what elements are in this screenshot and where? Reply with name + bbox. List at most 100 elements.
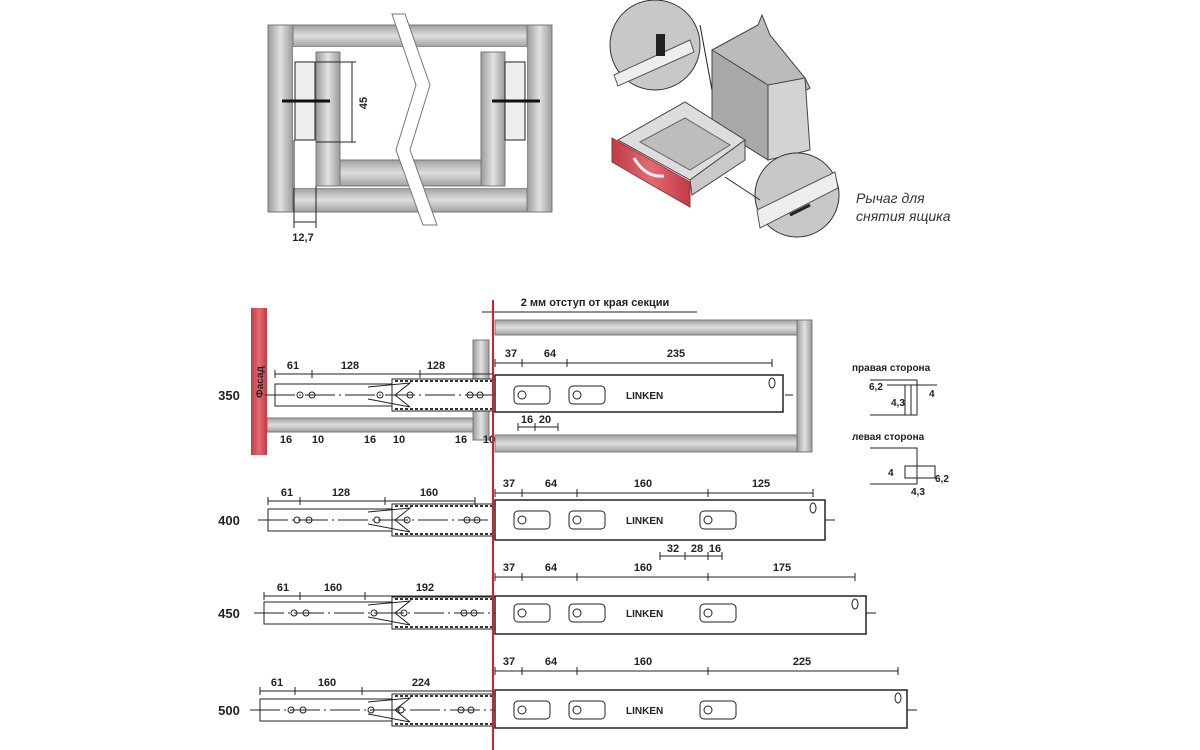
mounting-slot	[568, 385, 606, 405]
linken-logo: LINKEN	[626, 706, 663, 717]
dim-label: 37	[503, 562, 515, 574]
screw-hole	[572, 515, 582, 525]
dim-label: 128	[341, 360, 359, 372]
screw-hole	[517, 390, 527, 400]
dim-label: 61	[271, 677, 283, 689]
screw-hole	[703, 705, 713, 715]
rear-hole	[809, 502, 817, 514]
cabinet-bottom-panel	[494, 434, 798, 453]
mounting-slot	[699, 603, 737, 623]
screw-hole	[400, 609, 408, 617]
dim-label: 128	[332, 487, 350, 499]
dim-label: 160	[634, 478, 652, 490]
dim-label: 20	[539, 414, 551, 426]
screw-hole	[296, 391, 304, 399]
screw-hole	[473, 516, 481, 524]
rail-length-label: 350	[218, 388, 240, 403]
dim-label: 64	[545, 656, 558, 668]
screw-hole	[293, 516, 301, 524]
rail-length-label: 400	[218, 513, 240, 528]
rail-row-350: 350 LINKEN	[218, 359, 793, 431]
mounting-slot	[568, 603, 606, 623]
dim-label: 10	[393, 434, 405, 446]
dim-label: 235	[667, 348, 685, 360]
dim-label: 16	[521, 414, 533, 426]
screw-hole	[517, 515, 527, 525]
dim-label: 4	[888, 468, 894, 479]
mounting-slot	[699, 700, 737, 720]
screw-hole	[397, 706, 405, 714]
lever-note-line1: Рычаг для	[856, 190, 925, 206]
rail-length-label: 450	[218, 606, 240, 621]
rear-hole	[894, 692, 902, 704]
screw-hole	[406, 391, 414, 399]
dim-label: 4,3	[891, 398, 905, 409]
dim-label: 4	[929, 389, 935, 400]
dim-label: 16	[364, 434, 376, 446]
mounting-slot	[513, 510, 551, 530]
handle-icon	[632, 157, 665, 178]
screw-hole	[703, 608, 713, 618]
screw-hole	[305, 516, 313, 524]
dim-label: 16	[455, 434, 467, 446]
left-side-title: левая сторона	[852, 432, 925, 443]
screw-hole	[367, 706, 375, 714]
cabinet-member	[494, 595, 867, 635]
dim-label: 16	[280, 434, 292, 446]
dim-label: 192	[416, 582, 434, 594]
dim-label: 225	[793, 656, 811, 668]
dim-label: 125	[752, 478, 770, 490]
right-side-title: правая сторона	[852, 363, 931, 374]
dim-label: 160	[420, 487, 438, 499]
screw-hole	[463, 516, 471, 524]
screw-hole	[287, 706, 295, 714]
dim-label: 128	[427, 360, 445, 372]
dim-label: 160	[324, 582, 342, 594]
dim-label: 6,2	[935, 474, 949, 485]
facade-label: Фасад	[255, 366, 266, 398]
screw-hole	[517, 705, 527, 715]
screw-hole	[572, 390, 582, 400]
screw-hole	[467, 706, 475, 714]
dim-width-label: 12,7	[292, 232, 313, 244]
linken-logo: LINKEN	[626, 391, 663, 402]
dim-label: 6,2	[869, 382, 883, 393]
dim-label: 37	[503, 656, 515, 668]
dim-label: 160	[318, 677, 336, 689]
screw-hole	[403, 516, 411, 524]
screw-hole	[572, 705, 582, 715]
dim-label: 224	[412, 677, 431, 689]
dim-label: 160	[634, 656, 652, 668]
rear-hole	[768, 377, 776, 389]
dim-label: 32	[667, 543, 679, 555]
mounting-slot	[513, 603, 551, 623]
screw-hole	[466, 391, 474, 399]
dim-label: 4,3	[911, 487, 925, 498]
drawer-bottom-panel	[266, 417, 474, 433]
cross-section-view: 45 12,7	[267, 13, 553, 244]
rail-length-label: 500	[218, 703, 240, 718]
offset-note: 2 мм отступ от края секции	[521, 297, 670, 309]
rear-hole	[851, 598, 859, 610]
lever-note-line2: снятия ящика	[856, 208, 951, 224]
mounting-slot	[699, 510, 737, 530]
screw-hole	[572, 608, 582, 618]
dim-label: 61	[277, 582, 289, 594]
rail-row-500: 500 LINKEN	[218, 667, 917, 729]
dim-label: 61	[287, 360, 299, 372]
dim-label: 64	[545, 478, 558, 490]
mounting-slot	[568, 510, 606, 530]
dim-label: 37	[503, 478, 515, 490]
dim-label: 28	[691, 543, 703, 555]
screw-hole	[370, 609, 378, 617]
dim-label: 160	[634, 562, 652, 574]
right-side-detail: правая сторона 6,2 4 4,3 левая сторона 4…	[852, 363, 949, 498]
screw-hole	[302, 609, 310, 617]
screw-hole	[460, 609, 468, 617]
screw-hole	[476, 391, 484, 399]
dim-label: 10	[312, 434, 324, 446]
cabinet-member	[494, 374, 784, 413]
screw-hole	[373, 516, 381, 524]
break-line	[391, 13, 438, 226]
